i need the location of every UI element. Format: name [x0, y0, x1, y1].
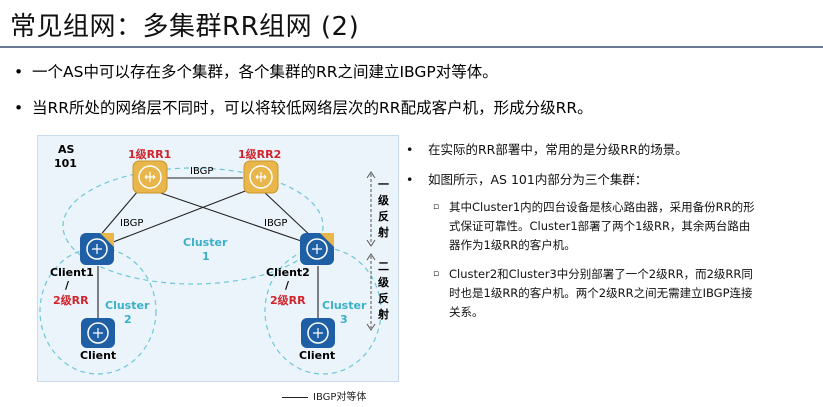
client1-label: Client1 [50, 266, 94, 279]
side-bullet-glyph: • [406, 172, 414, 187]
client2-separator: / [285, 279, 290, 292]
sub-bullet-1-line-2: 式保证可靠性。Cluster1部署了两个1级RR，其余两台路由 [449, 219, 751, 233]
ibgp-top-label: IBGP [190, 166, 213, 177]
client2-router-icon [300, 233, 334, 265]
main-bullet-1-text: 一个AS中可以存在多个集群，各个集群的RR之间建立IBGP对等体。 [32, 63, 498, 81]
as-number: 101 [54, 157, 77, 170]
client1-separator: / [65, 279, 70, 292]
side-sub-bullet-1: ▫ 其中Cluster1内的四台设备是核心路由器，采用备份RR的形 式保证可靠性… [406, 198, 816, 255]
main-bullet-2-text: 当RR所处的网络层不同时，可以将较低网络层次的RR配成客户机，形成分级RR。 [32, 99, 593, 117]
link-rr2-client1 [107, 187, 254, 245]
level1-char-4: 射 [377, 225, 389, 239]
sub-bullet-glyph: ▫ [433, 202, 440, 212]
rr2-router-icon [243, 160, 279, 194]
level1-char-2: 级 [377, 193, 390, 207]
legend-line [282, 396, 308, 398]
client-right-router-icon [301, 318, 335, 348]
level1-char-3: 反 [378, 209, 389, 223]
main-bullet-2: • 当RR所处的网络层不同时，可以将较低网络层次的RR配成客户机，形成分级RR。 [14, 96, 593, 118]
client2-rr-label: 2级RR [270, 293, 306, 307]
client-left-label: Client [80, 349, 116, 362]
network-diagram: AS 101 1级RR1 1级RR2 IBGP IBGP IBGP Cluste… [37, 135, 399, 382]
main-bullet-1: • 一个AS中可以存在多个集群，各个集群的RR之间建立IBGP对等体。 [14, 60, 498, 82]
link-rr1-client2 [145, 187, 311, 245]
cluster2-label: Cluster [105, 299, 150, 312]
sub-bullet-glyph: ▫ [433, 269, 440, 279]
rr2-label: 1级RR2 [238, 147, 281, 161]
level2-char-3: 反 [378, 291, 389, 305]
cluster1-label: Cluster [183, 236, 228, 249]
client1-router-icon [80, 233, 114, 265]
sub-bullet-2-line-1: Cluster2和Cluster3中分别部署了一个2级RR，而2级RR同 [449, 267, 753, 281]
side-bullet-glyph: • [406, 142, 414, 157]
cluster1-number: 1 [202, 250, 210, 263]
level2-char-4: 射 [377, 307, 389, 321]
legend-label: IBGP对等体 [313, 392, 367, 403]
legend-ibgp-peer: IBGP对等体 [282, 388, 366, 403]
cluster3-number: 3 [340, 313, 348, 326]
client1-rr-label: 2级RR [53, 293, 89, 307]
ibgp-right-label: IBGP [264, 218, 287, 229]
link-rr1-client1 [97, 190, 139, 239]
level2-char-2: 级 [377, 275, 390, 289]
rr1-router-icon [132, 160, 168, 194]
side-bullet-2-text: 如图所示，AS 101内部分为三个集群： [428, 172, 648, 187]
rr1-label: 1级RR1 [128, 147, 171, 161]
client2-label: Client2 [266, 266, 310, 279]
bullet-glyph: • [14, 99, 24, 117]
sub-bullet-1-line-1: 其中Cluster1内的四台设备是核心路由器，采用备份RR的形 [449, 200, 755, 214]
client-right-label: Client [299, 349, 335, 362]
side-bullet-1-text: 在实际的RR部署中，常用的是分级RR的场景。 [428, 142, 688, 157]
sub-bullet-2-line-2: 时也是1级RR的客户机。两个2级RR之间无需建立IBGP连接 [449, 286, 753, 300]
cluster3-boundary [264, 247, 382, 375]
cluster2-boundary [39, 247, 157, 375]
slide-title: 常见组网：多集群RR组网 (2) [10, 12, 360, 42]
link-rr2-client2 [262, 190, 314, 239]
sub-bullet-2-line-3: 关系。 [449, 305, 484, 319]
title-divider [0, 46, 823, 48]
level1-char-1: 一 [378, 178, 389, 191]
cluster1-boundary [62, 167, 324, 285]
ibgp-left-label: IBGP [120, 218, 143, 229]
bullet-glyph: • [14, 63, 24, 81]
level2-char-1: 二 [378, 260, 389, 273]
as-label: AS [58, 143, 75, 156]
level2-bracket [366, 253, 376, 331]
level1-bracket [366, 171, 376, 247]
cluster3-label: Cluster [322, 299, 367, 312]
side-sub-bullet-2: ▫ Cluster2和Cluster3中分别部署了一个2级RR，而2级RR同 时… [406, 265, 816, 322]
side-bullet-2: • 如图所示，AS 101内部分为三个集群： [406, 170, 816, 190]
client-left-router-icon [81, 318, 115, 348]
side-bullet-1: • 在实际的RR部署中，常用的是分级RR的场景。 [406, 140, 816, 160]
side-notes: • 在实际的RR部署中，常用的是分级RR的场景。 • 如图所示，AS 101内部… [406, 140, 816, 322]
sub-bullet-1-line-3: 器作为1级RR的客户机。 [449, 238, 576, 252]
cluster2-number: 2 [124, 313, 132, 326]
